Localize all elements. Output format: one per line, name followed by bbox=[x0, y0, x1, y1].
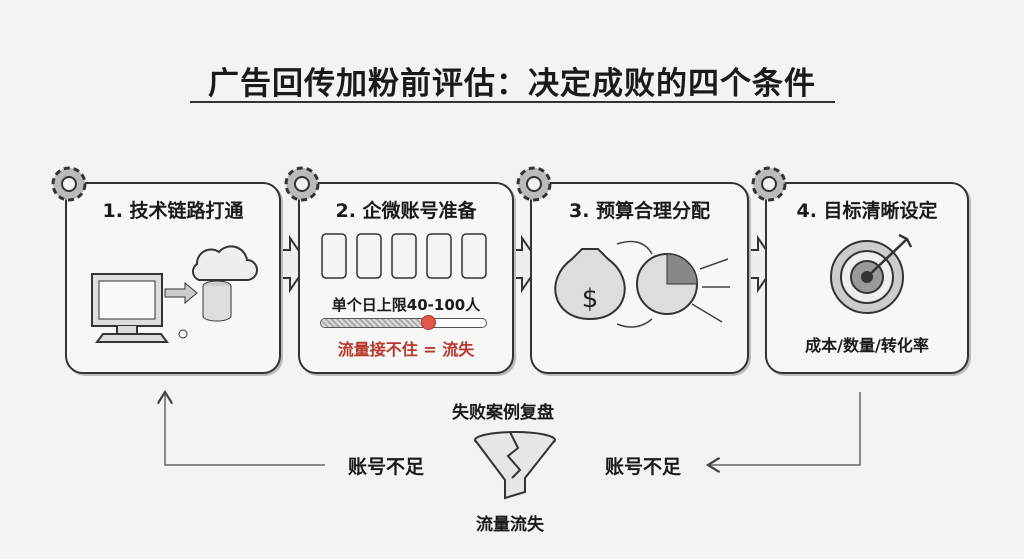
page-title: 广告回传加粉前评估：决定成败的四个条件 bbox=[208, 66, 816, 102]
gear-icon bbox=[284, 166, 320, 202]
money-bag-pie-icon: $ bbox=[554, 240, 730, 328]
gear-icon bbox=[51, 166, 87, 202]
feedback-left-line bbox=[165, 392, 325, 466]
target-icon bbox=[830, 233, 913, 314]
step-3-panel: 3. 预算合理分配 $ bbox=[516, 166, 749, 374]
wechat-phones-icon bbox=[321, 233, 487, 279]
step-title: 1. 技术链路打通 bbox=[102, 200, 244, 222]
computer-database-icon bbox=[91, 245, 258, 343]
gear-icon bbox=[516, 166, 552, 202]
feedback-right-label: 账号不足 bbox=[605, 456, 682, 478]
feedback-title: 失败案例复盘 bbox=[452, 403, 554, 423]
step-2-panel: 2. 企微账号准备 单个日上限40-100人 流量接不住 = 流失 bbox=[284, 166, 514, 374]
title-underline bbox=[190, 101, 835, 103]
metrics-text: 成本/数量/转化率 bbox=[805, 336, 929, 355]
svg-text:$: $ bbox=[582, 284, 599, 314]
step-title: 3. 预算合理分配 bbox=[568, 200, 711, 222]
feedback-bottom-label: 流量流失 bbox=[476, 515, 544, 535]
step-title: 4. 目标清晰设定 bbox=[796, 200, 938, 222]
gear-icon bbox=[751, 166, 787, 202]
feedback-right-line bbox=[708, 392, 861, 465]
limit-marker bbox=[421, 315, 437, 330]
warning-text: 流量接不住 = 流失 bbox=[337, 340, 475, 359]
step-title: 2. 企微账号准备 bbox=[335, 200, 477, 222]
daily-limit-text: 单个日上限40-100人 bbox=[331, 296, 481, 314]
broken-funnel-icon bbox=[474, 431, 556, 500]
step-1-panel: 1. 技术链路打通 bbox=[51, 166, 281, 374]
step-4-panel: 4. 目标清晰设定 成本/数量/转化率 bbox=[751, 166, 969, 374]
feedback-left-label: 账号不足 bbox=[348, 456, 425, 478]
limit-bar bbox=[320, 315, 487, 330]
